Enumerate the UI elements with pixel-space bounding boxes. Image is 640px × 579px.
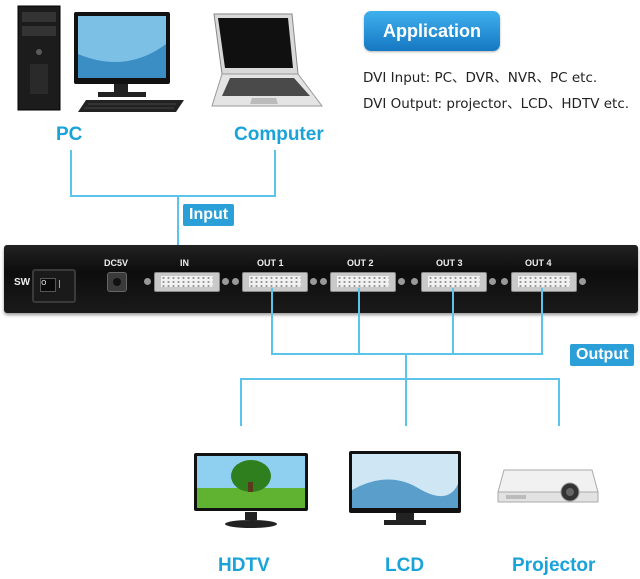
dvi-output-text: DVI Output: projector、LCD、HDTV etc. [363,96,630,112]
hdtv-label: HDTV [218,555,270,576]
laptop-illustration [211,13,323,107]
lcd-illustration [349,451,461,525]
wire-lcd-down [405,378,407,426]
wire-out2-down [358,288,360,354]
dc-power-jack [107,272,127,292]
wire-input-to-switch [177,195,179,267]
application-badge: Application [364,11,500,51]
out1-port-label: OUT 1 [257,258,284,268]
sw-label: SW [14,277,31,288]
out2-port-label: OUT 2 [347,258,374,268]
power-switch: o | [32,269,76,303]
dc5v-label: DC5V [104,258,129,268]
dvi-input-text: DVI Input: PC、DVR、NVR、PC etc. [363,70,598,86]
wire-computer-down [274,150,276,196]
input-tag: Input [183,204,235,226]
out4-port-label: OUT 4 [525,258,552,268]
pc-illustration [17,5,184,112]
dvi-in-port [154,272,220,292]
dvi-out4-port [511,272,577,292]
wire-display-horizontal [240,378,560,380]
dvi-out1-port [242,272,308,292]
in-port-label: IN [180,258,189,268]
pc-label: PC [56,124,83,145]
wire-out3-down [452,288,454,354]
out3-port-label: OUT 3 [436,258,463,268]
projector-illustration [497,469,599,503]
wire-hdtv-down [240,378,242,426]
hdtv-illustration [194,453,308,528]
wire-out1-down [271,288,273,354]
wire-out4-down [541,288,543,354]
computer-label: Computer [234,124,324,145]
wire-output-trunk [405,353,407,379]
dvi-out3-port [421,272,487,292]
dvi-splitter-unit: SW o | DC5V IN OUT 1 OUT 2 OUT 3 OUT 4 [4,245,638,313]
lcd-label: LCD [385,555,425,576]
wire-input-horizontal [70,195,276,197]
output-tag: Output [570,344,635,366]
dvi-out2-port [330,272,396,292]
wire-pc-down [70,150,72,196]
wire-output-horizontal [271,353,543,355]
projector-label: Projector [512,555,596,576]
wire-projector-down [558,378,560,426]
